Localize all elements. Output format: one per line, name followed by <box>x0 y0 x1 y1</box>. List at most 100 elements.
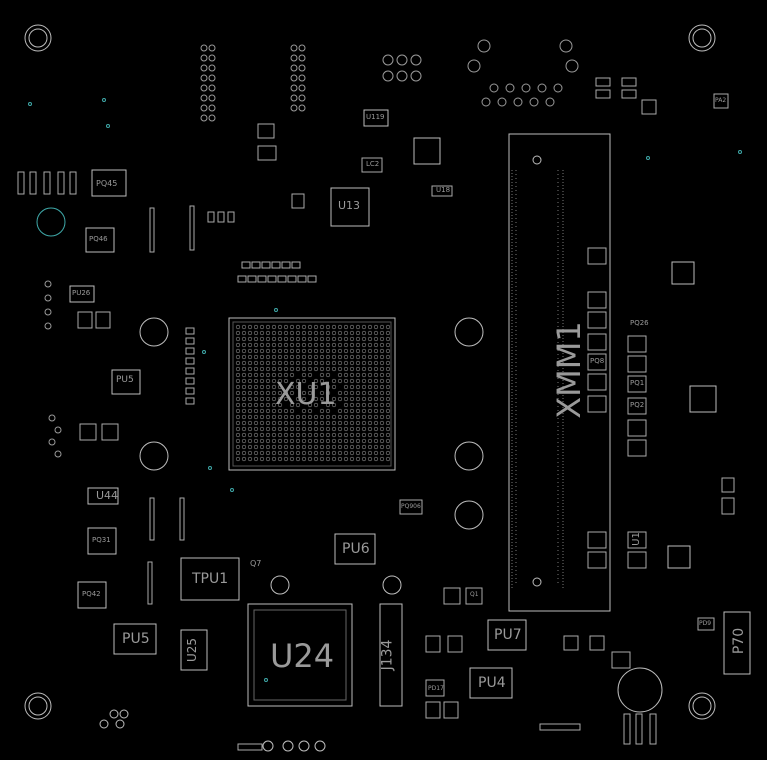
pq2-label: PQ2 <box>630 401 645 409</box>
u1-label: U1 <box>630 532 642 546</box>
bga-ball <box>277 456 283 462</box>
bga-ball <box>301 414 307 420</box>
bga-ball <box>319 366 325 372</box>
bga-ball <box>385 390 391 396</box>
bga-ball <box>367 378 373 384</box>
bga-ball <box>337 450 343 456</box>
bga-ball <box>283 372 289 378</box>
bga-ball <box>259 366 265 372</box>
bga-ball <box>241 402 247 408</box>
bga-ball <box>361 444 367 450</box>
bga-ball <box>271 324 277 330</box>
bga-ball <box>307 444 313 450</box>
mounting-hole-bottom-right <box>688 692 716 720</box>
bga-ball <box>337 414 343 420</box>
mounting-hole-top-right <box>688 24 716 52</box>
bga-ball <box>385 438 391 444</box>
bga-ball <box>373 360 379 366</box>
bga-ball <box>283 414 289 420</box>
bga-ball <box>247 342 253 348</box>
bga-ball <box>349 390 355 396</box>
bga-ball <box>373 396 379 402</box>
bga-ball <box>319 342 325 348</box>
bga-ball <box>343 408 349 414</box>
bga-ball <box>277 372 283 378</box>
bga-ball <box>235 414 241 420</box>
bga-ball <box>367 342 373 348</box>
bga-ball <box>295 324 301 330</box>
bga-ball <box>265 336 271 342</box>
bga-ball <box>355 390 361 396</box>
bga-ball <box>277 390 283 396</box>
bga-ball <box>355 378 361 384</box>
q7-label: Q7 <box>250 559 262 568</box>
pd9-label: PD9 <box>699 620 712 627</box>
bga-ball <box>331 360 337 366</box>
bga-ball <box>331 444 337 450</box>
bga-ball <box>301 330 307 336</box>
p70-outline <box>723 611 751 675</box>
bga-ball <box>325 438 331 444</box>
bga-ball <box>373 342 379 348</box>
bga-ball <box>331 324 337 330</box>
pq1-label: PQ1 <box>630 379 645 387</box>
bga-ball <box>277 366 283 372</box>
bga-ball <box>283 396 289 402</box>
bga-ball <box>331 366 337 372</box>
pq26-label: PQ26 <box>630 319 649 327</box>
pu26-label: PU26 <box>72 289 91 297</box>
bga-ball <box>277 384 283 390</box>
bga-ball <box>337 336 343 342</box>
bga-ball <box>289 426 295 432</box>
bga-ball <box>349 324 355 330</box>
bga-ball <box>289 360 295 366</box>
bga-ball <box>277 354 283 360</box>
bga-ball <box>331 342 337 348</box>
bga-ball <box>373 420 379 426</box>
bga-ball <box>361 402 367 408</box>
bga-ball <box>259 378 265 384</box>
bga-ball <box>343 384 349 390</box>
bga-ball <box>247 378 253 384</box>
bga-ball <box>265 402 271 408</box>
bga-ball <box>301 432 307 438</box>
bga-ball <box>247 450 253 456</box>
bga-ball <box>313 330 319 336</box>
bga-ball <box>355 348 361 354</box>
bga-ball <box>319 360 325 366</box>
bga-ball <box>277 414 283 420</box>
bga-ball <box>277 330 283 336</box>
bga-ball <box>379 330 385 336</box>
bga-ball <box>259 390 265 396</box>
bga-ball <box>349 408 355 414</box>
bga-ball <box>343 360 349 366</box>
bga-ball <box>283 444 289 450</box>
bga-ball <box>361 426 367 432</box>
bga-ball <box>373 366 379 372</box>
bga-ball <box>235 420 241 426</box>
pu4-label: PU4 <box>478 675 506 691</box>
bga-ball <box>253 438 259 444</box>
bga-ball <box>235 402 241 408</box>
bga-ball <box>361 342 367 348</box>
bga-ball <box>259 396 265 402</box>
bga-ball <box>271 372 277 378</box>
bga-ball <box>349 414 355 420</box>
bga-ball <box>319 348 325 354</box>
bga-ball <box>319 378 325 384</box>
bga-ball <box>295 432 301 438</box>
bga-ball <box>319 444 325 450</box>
xmm1-label: XMM1 <box>549 321 588 419</box>
bga-ball <box>337 348 343 354</box>
bga-ball <box>379 366 385 372</box>
bga-ball <box>307 432 313 438</box>
bga-ball <box>367 396 373 402</box>
bga-ball <box>349 354 355 360</box>
pu4-outline <box>469 667 513 699</box>
bga-ball <box>289 366 295 372</box>
bga-ball <box>247 426 253 432</box>
bga-ball <box>343 390 349 396</box>
bga-ball <box>235 384 241 390</box>
qfn-top-outline <box>413 137 441 165</box>
bga-ball <box>355 402 361 408</box>
